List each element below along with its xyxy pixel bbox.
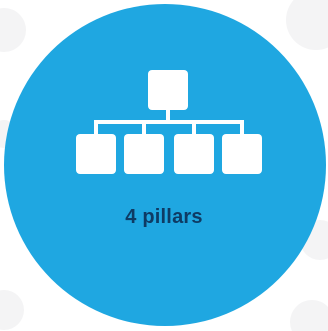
background-dot bbox=[0, 8, 26, 52]
connector-drop-1 bbox=[94, 120, 98, 134]
badge-label: 4 pillars bbox=[125, 206, 203, 228]
connector-stem bbox=[166, 110, 170, 122]
connector-drop-3 bbox=[192, 120, 196, 134]
background-dot bbox=[286, 0, 328, 50]
child-node-box-3 bbox=[174, 134, 214, 174]
connector-bar bbox=[96, 120, 242, 124]
badge-circle bbox=[4, 4, 326, 326]
background-dot bbox=[0, 290, 24, 330]
child-node-box-1 bbox=[76, 134, 116, 174]
background-dot bbox=[290, 300, 328, 331]
connector-drop-2 bbox=[142, 120, 146, 134]
connector-drop-4 bbox=[240, 120, 244, 134]
child-node-box-4 bbox=[222, 134, 262, 174]
hierarchy-org-chart-icon bbox=[76, 70, 262, 174]
top-node-box bbox=[148, 70, 188, 110]
child-node-box-2 bbox=[124, 134, 164, 174]
